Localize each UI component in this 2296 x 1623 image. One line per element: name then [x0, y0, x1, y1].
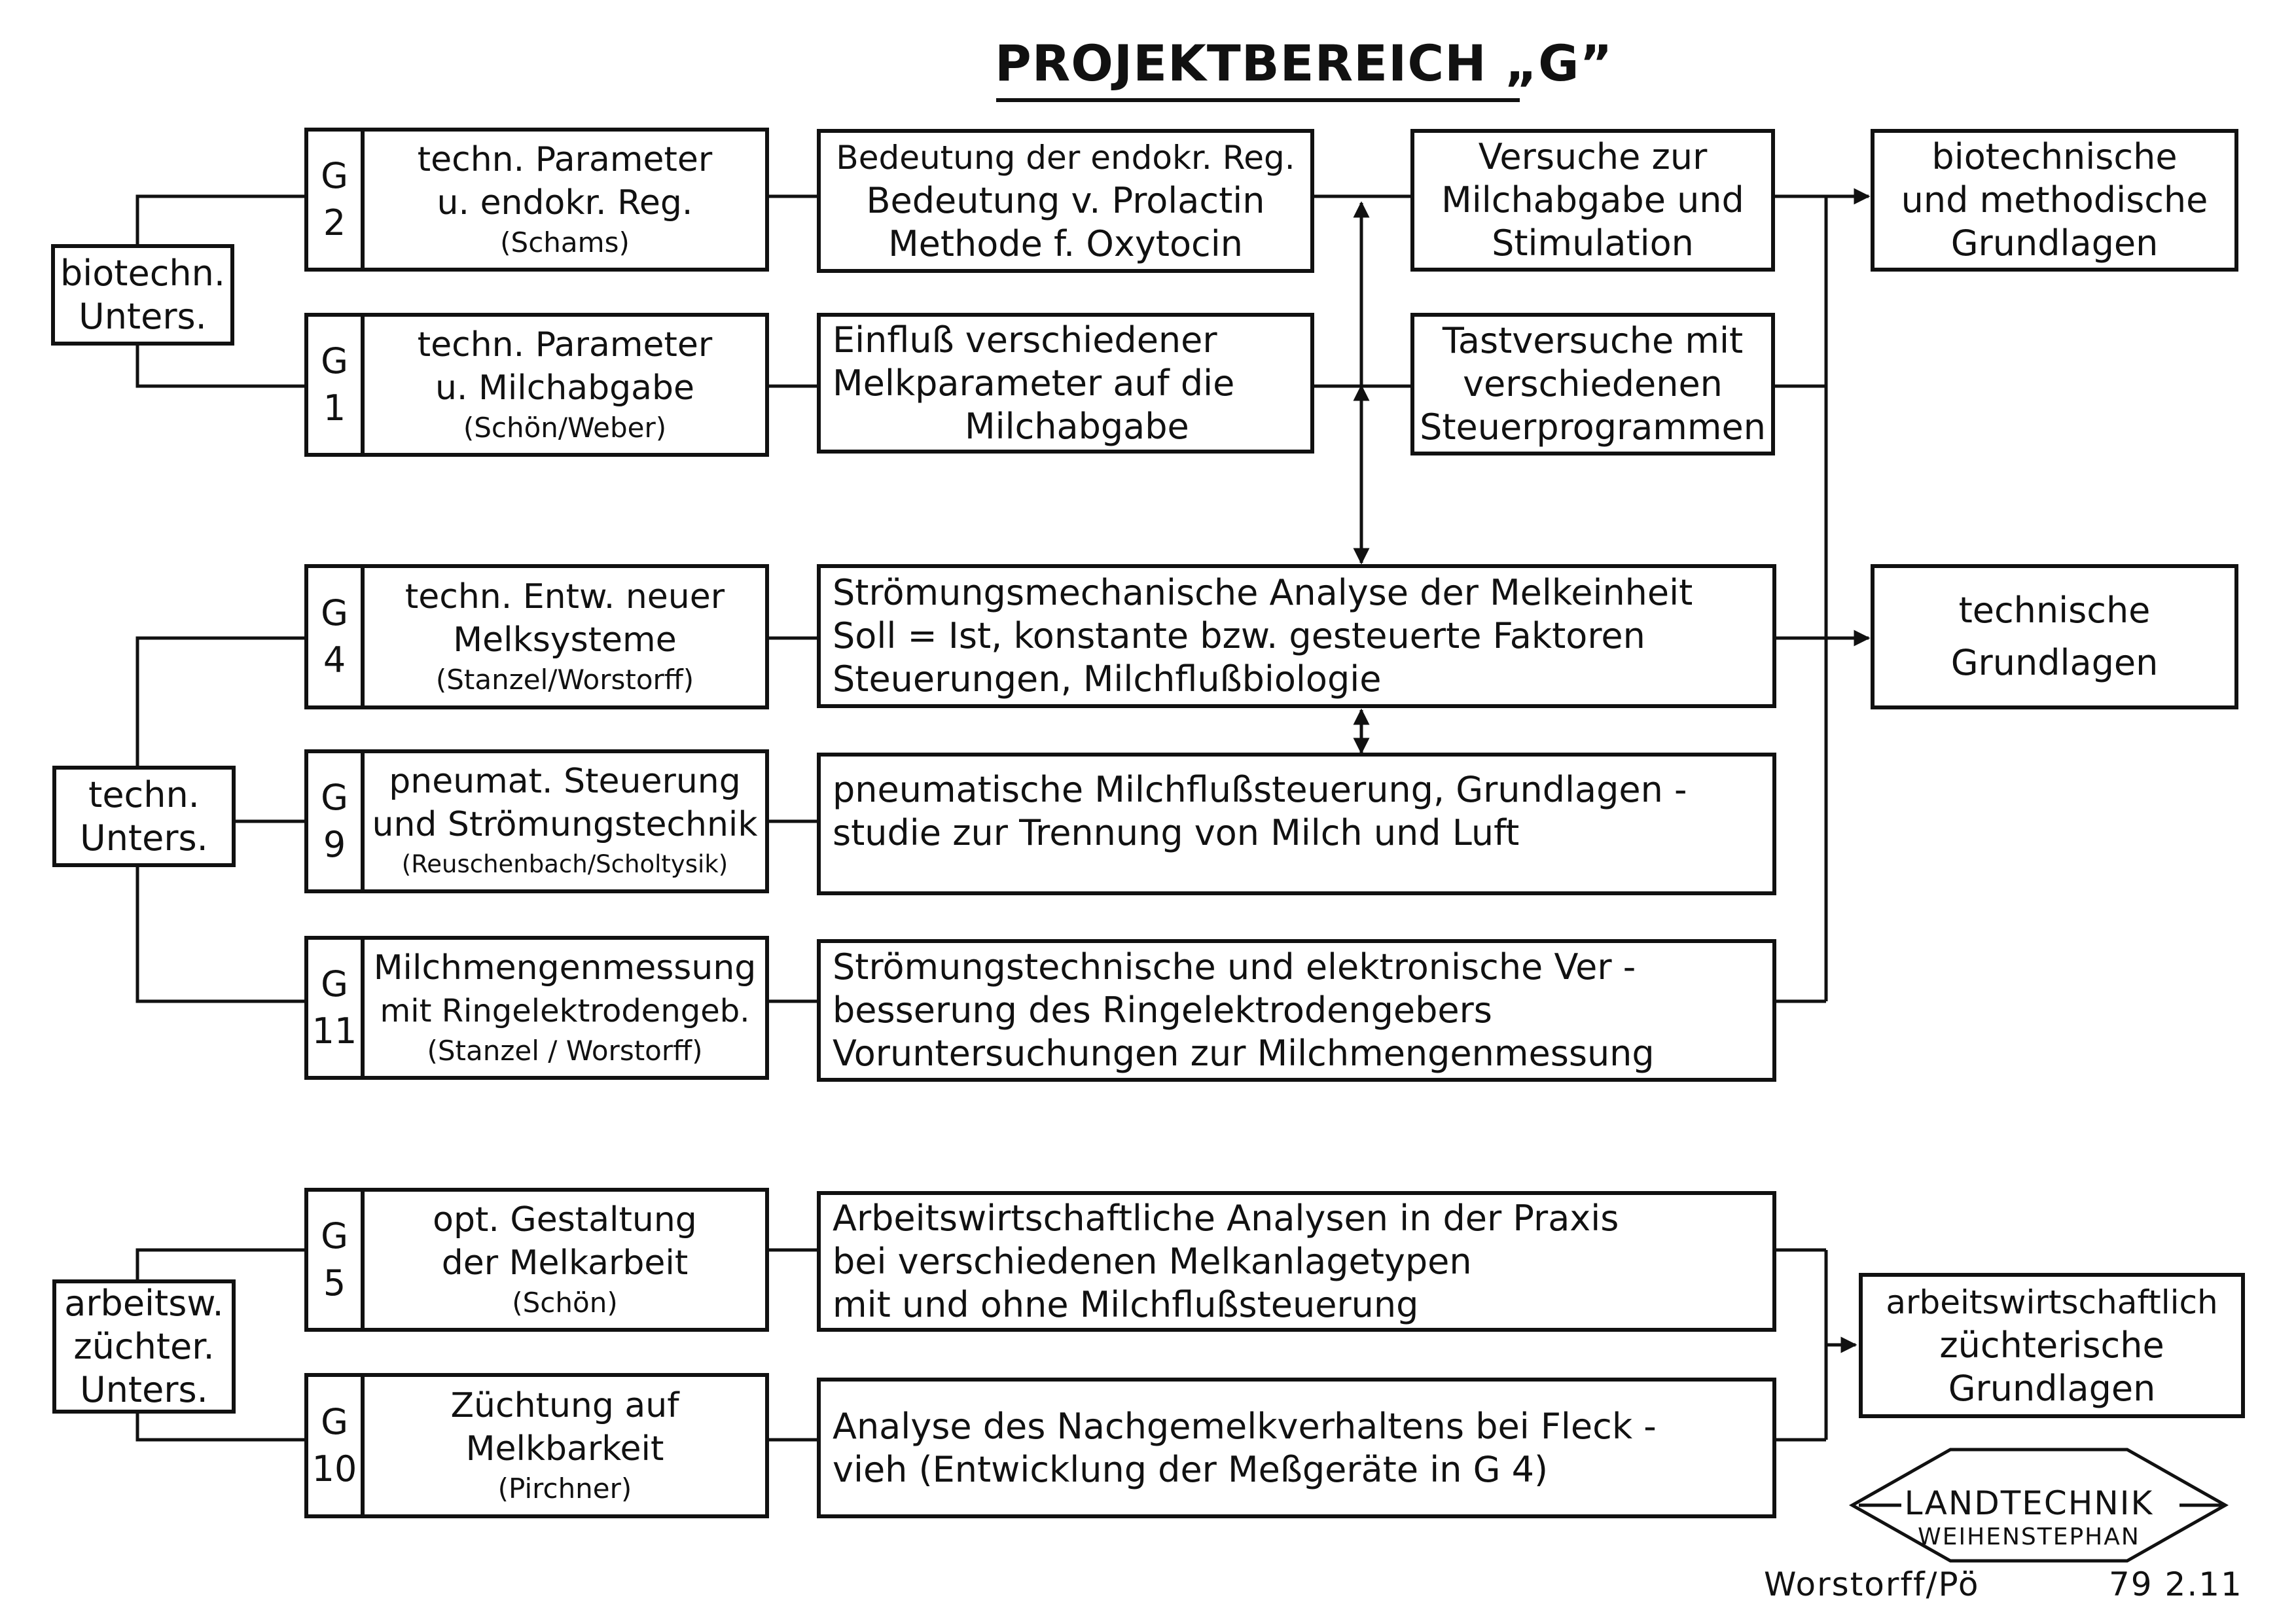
experiment-1-line-1: Versuche zur [1478, 136, 1708, 177]
outcome-biotech-line-2: und methodische [1901, 179, 2208, 221]
desc-g10-line-2: vieh (Entwicklung der Meßgeräte in G 4) [833, 1448, 1549, 1490]
footer-author: Worstorff/Pö [1764, 1565, 1980, 1603]
desc-g1: Einfluß verschiedener Melkparameter auf … [817, 313, 1314, 454]
group-arbeit: arbeitsw. züchter. Unters. [52, 1279, 236, 1414]
desc-g4-line-1: Strömungsmechanische Analyse der Melkein… [833, 572, 1693, 613]
desc-g9: pneumatische Milchflußsteuerung, Grundla… [817, 753, 1776, 895]
group-arbeit-line-2: züchter. [73, 1325, 215, 1367]
project-g5-person: (Schön) [512, 1287, 618, 1319]
project-g4-line-2: Melksysteme [453, 620, 677, 660]
project-g11-line-1: Milchmengenmessung [373, 948, 757, 988]
group-techn: techn. Unters. [52, 766, 236, 867]
project-g4-person: (Stanzel/Worstorff) [435, 664, 694, 696]
experiment-2-line-3: Steuerprogrammen [1420, 406, 1766, 448]
desc-g9-line-2: studie zur Trennung von Milch und Luft [833, 812, 1520, 853]
project-g11-line-2: mit Ringelektrodengeb. [380, 993, 750, 1029]
logo-weihenstephan: WEIHENSTEPHAN [1918, 1524, 2140, 1550]
experiment-2-line-1: Tastversuche mit [1442, 320, 1744, 361]
desc-g10-line-1: Analyse des Nachgemelkverhaltens bei Fle… [833, 1405, 1657, 1447]
outcome-technical: technische Grundlagen [1871, 564, 2238, 709]
desc-g1-line-3: Milchabgabe [965, 405, 1189, 447]
desc-g2-line-1: Bedeutung der endokr. Reg. [836, 139, 1295, 177]
group-arbeit-line-1: arbeitsw. [64, 1282, 224, 1324]
group-biotech-line-1: biotechn. [60, 252, 226, 294]
outcome-arbeit: arbeitswirtschaftlich züchterische Grund… [1859, 1273, 2245, 1418]
desc-g2-line-3: Methode f. Oxytocin [888, 223, 1243, 264]
desc-g5: Arbeitswirtschaftliche Analysen in der P… [817, 1191, 1776, 1332]
desc-g11-line-3: Voruntersuchungen zur Milchmengenmessung [833, 1033, 1655, 1074]
desc-g11-line-2: besserung des Ringelektrodengebers [833, 990, 1492, 1031]
experiment-2-line-2: verschiedenen [1463, 363, 1723, 404]
desc-g2-line-2: Bedeutung v. Prolactin [866, 180, 1265, 221]
group-arbeit-line-3: Unters. [80, 1368, 208, 1410]
project-g1-line-1: techn. Parameter [417, 325, 713, 365]
project-g11-person: (Stanzel / Worstorff) [427, 1035, 703, 1067]
experiment-2: Tastversuche mit verschiedenen Steuerpro… [1410, 313, 1775, 455]
project-g1-line-2: u. Milchabgabe [435, 368, 695, 408]
desc-g10: Analyse des Nachgemelkverhaltens bei Fle… [817, 1378, 1776, 1518]
desc-g4-line-3: Steuerungen, Milchflußbiologie [833, 658, 1382, 700]
desc-g1-line-1: Einfluß verschiedener [833, 319, 1217, 361]
desc-g1-line-2: Melkparameter auf die [833, 362, 1235, 404]
project-g10-line-1: Züchtung auf [450, 1386, 679, 1425]
outcome-technical-line-1: technische [1958, 590, 2151, 631]
group-biotech-line-2: Unters. [79, 295, 207, 337]
experiment-1-line-3: Stimulation [1492, 223, 1694, 264]
footer-code: 79 2.11 [2109, 1565, 2243, 1603]
title-underline [996, 98, 1520, 102]
desc-g11-line-1: Strömungstechnische und elektronische Ve… [833, 946, 1636, 988]
group-techn-line-2: Unters. [80, 817, 208, 859]
project-g5-line-1: opt. Gestaltung [433, 1200, 697, 1240]
project-g2-person: (Schams) [500, 226, 630, 259]
outcome-arbeit-line-1: arbeitswirtschaftlich [1886, 1283, 2218, 1321]
outcome-biotech-line-1: biotechnische [1931, 136, 2178, 177]
project-g5-line-2: der Melkarbeit [441, 1243, 689, 1283]
desc-g4: Strömungsmechanische Analyse der Melkein… [817, 564, 1776, 708]
outcome-technical-line-2: Grundlagen [1950, 642, 2159, 683]
experiment-1-line-2: Milchabgabe und [1441, 179, 1744, 221]
project-g9-line-1: pneumat. Steuerung [389, 762, 741, 801]
desc-g4-line-2: Soll = Ist, konstante bzw. gesteuerte Fa… [833, 615, 1645, 656]
group-techn-line-1: techn. [88, 774, 200, 815]
desc-g9-line-1: pneumatische Milchflußsteuerung, Grundla… [833, 769, 1687, 810]
outcome-arbeit-line-3: Grundlagen [1948, 1368, 2156, 1409]
logo-landtechnik: LANDTECHNIK [1904, 1484, 2154, 1522]
project-g2-line-1: techn. Parameter [417, 140, 713, 179]
outcome-biotech-line-3: Grundlagen [1950, 223, 2159, 264]
project-g10-person: (Pirchner) [497, 1472, 632, 1505]
experiment-1: Versuche zur Milchabgabe und Stimulation [1410, 129, 1775, 272]
desc-g2: Bedeutung der endokr. Reg. Bedeutung v. … [817, 129, 1314, 273]
page-title: PROJEKTBEREICH „G” [995, 34, 1613, 92]
desc-g5-line-1: Arbeitswirtschaftliche Analysen in der P… [833, 1197, 1619, 1239]
outcome-arbeit-line-2: züchterische [1939, 1325, 2164, 1366]
group-biotech: biotechn. Unters. [51, 244, 234, 346]
project-g2-line-2: u. endokr. Reg. [437, 183, 693, 223]
project-g4-line-1: techn. Entw. neuer [404, 577, 725, 616]
project-g10-line-2: Melkbarkeit [465, 1429, 664, 1469]
desc-g11: Strömungstechnische und elektronische Ve… [817, 939, 1776, 1082]
project-g9-line-2: und Strömungstechnik [372, 805, 758, 844]
desc-g5-line-2: bei verschiedenen Melkanlagetypen [833, 1240, 1472, 1282]
desc-g5-line-3: mit und ohne Milchflußsteuerung [833, 1283, 1419, 1325]
outcome-biotech: biotechnische und methodische Grundlagen [1871, 129, 2238, 272]
project-g9-person: (Reuschenbach/Scholtysik) [401, 850, 728, 878]
project-g1-person: (Schön/Weber) [463, 412, 667, 444]
